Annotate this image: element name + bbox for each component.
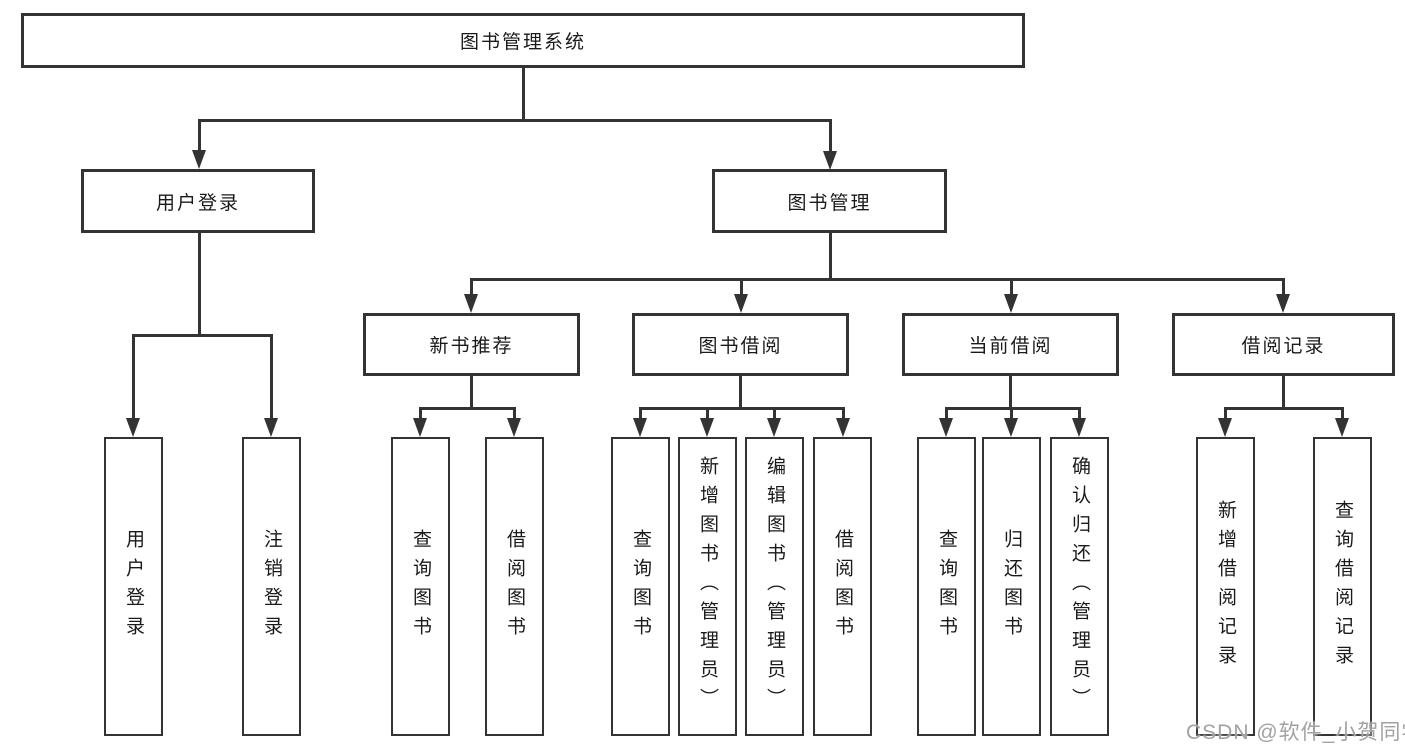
connector-rail-borrow-records: [1224, 407, 1344, 410]
node-new-book-recommend-label: 新书推荐: [429, 336, 514, 357]
connector-stem-user-login: [198, 233, 201, 336]
arrowhead-down-icon: [1072, 418, 1086, 437]
connector-drop: [945, 408, 948, 421]
leaf-add-borrow-record-label: 新增借阅记录: [1215, 499, 1236, 674]
connector-drop: [829, 120, 832, 154]
node-borrow-records-label: 借阅记录: [1241, 336, 1326, 357]
arrowhead-down-icon: [734, 294, 748, 313]
arrowhead-down-icon: [939, 418, 953, 437]
leaf-borrow-books-label: 借阅图书: [832, 528, 853, 645]
connector-drop: [1010, 408, 1013, 421]
leaf-borrow-books: 借阅图书: [813, 437, 872, 736]
connector-drop: [1010, 279, 1013, 297]
arrowhead-down-icon: [823, 151, 837, 170]
connector-drop: [1078, 408, 1081, 421]
leaf-borrow-books-recommend: 借阅图书: [485, 437, 544, 736]
connector-stem-borrow-records: [1282, 376, 1285, 409]
arrowhead-down-icon: [633, 418, 647, 437]
leaf-user-login-label: 用户登录: [123, 528, 144, 645]
arrowhead-down-icon: [1218, 418, 1232, 437]
node-borrow-records: 借阅记录: [1172, 313, 1395, 376]
connector-drop: [470, 279, 473, 297]
connector-drop: [1224, 408, 1227, 421]
connector-stem-root: [522, 68, 525, 121]
node-user-login: 用户登录: [81, 169, 315, 233]
leaf-confirm-return-admin: 确认归还（管理员）: [1050, 437, 1109, 736]
arrowhead-down-icon: [264, 418, 278, 437]
connector-drop: [773, 408, 776, 421]
node-new-book-recommend: 新书推荐: [363, 313, 580, 376]
connector-stem-book-management: [829, 233, 832, 280]
node-current-borrow: 当前借阅: [902, 313, 1119, 376]
connector-rail-book-borrow: [639, 407, 845, 410]
leaf-add-books-admin: 新增图书（管理员）: [678, 437, 737, 736]
node-library-system-label: 图书管理系统: [459, 32, 586, 53]
leaf-query-books-current-label: 查询图书: [936, 528, 957, 645]
connector-drop: [1341, 408, 1344, 421]
leaf-return-books-label: 归还图书: [1001, 528, 1022, 645]
connector-drop: [270, 335, 273, 421]
node-user-login-label: 用户登录: [155, 192, 240, 214]
leaf-query-borrow-record: 查询借阅记录: [1313, 437, 1372, 736]
connector-drop: [842, 408, 845, 421]
connector-stem-book-borrow: [739, 376, 742, 409]
connector-drop: [1282, 279, 1285, 297]
leaf-query-books-borrow: 查询图书: [611, 437, 670, 736]
connector-stem-new-book-recommend: [470, 376, 473, 409]
connector-rail-user-login: [132, 334, 273, 337]
leaf-return-books: 归还图书: [982, 437, 1041, 736]
connector-drop: [706, 408, 709, 421]
watermark: CSDN @软件_小贺同学: [1186, 721, 1405, 744]
leaf-logout-label: 注销登录: [261, 528, 282, 645]
node-library-system: 图书管理系统: [21, 13, 1025, 68]
leaf-edit-books-admin-label: 编辑图书（管理员）: [764, 456, 785, 717]
node-book-borrow: 图书借阅: [632, 313, 849, 376]
leaf-add-books-admin-label: 新增图书（管理员）: [697, 456, 718, 717]
connector-drop: [740, 279, 743, 297]
connector-drop: [198, 120, 201, 153]
arrowhead-down-icon: [700, 418, 714, 437]
connector-rail-new-book-recommend: [419, 407, 516, 410]
connector-drop: [132, 335, 135, 421]
arrowhead-down-icon: [1004, 418, 1018, 437]
leaf-query-books-current: 查询图书: [917, 437, 976, 736]
connector-stem-current-borrow: [1009, 376, 1012, 409]
arrowhead-down-icon: [1335, 418, 1349, 437]
leaf-user-login: 用户登录: [104, 437, 163, 736]
node-book-management-label: 图书管理: [787, 192, 872, 214]
arrowhead-down-icon: [1276, 294, 1290, 313]
leaf-query-borrow-record-label: 查询借阅记录: [1332, 499, 1353, 674]
leaf-query-books-borrow-label: 查询图书: [630, 528, 651, 645]
leaf-confirm-return-admin-label: 确认归还（管理员）: [1069, 456, 1090, 717]
leaf-query-books-recommend: 查询图书: [391, 437, 450, 736]
arrowhead-down-icon: [767, 418, 781, 437]
arrowhead-down-icon: [464, 294, 478, 313]
node-book-borrow-label: 图书借阅: [698, 336, 783, 357]
arrowhead-down-icon: [413, 418, 427, 437]
arrowhead-down-icon: [126, 418, 140, 437]
leaf-edit-books-admin: 编辑图书（管理员）: [745, 437, 804, 736]
connector-drop: [639, 408, 642, 421]
arrowhead-down-icon: [192, 150, 206, 169]
arrowhead-down-icon: [507, 418, 521, 437]
connector-rail-book-management: [470, 278, 1285, 281]
arrowhead-down-icon: [836, 418, 850, 437]
leaf-query-books-recommend-label: 查询图书: [410, 528, 431, 645]
connector-drop: [513, 408, 516, 421]
node-current-borrow-label: 当前借阅: [968, 336, 1053, 357]
connector-rail-root: [198, 119, 832, 122]
leaf-logout: 注销登录: [242, 437, 301, 736]
arrowhead-down-icon: [1004, 294, 1018, 313]
leaf-add-borrow-record: 新增借阅记录: [1196, 437, 1255, 736]
connector-drop: [419, 408, 422, 421]
leaf-borrow-books-recommend-label: 借阅图书: [504, 528, 525, 645]
connector-rail-current-borrow: [945, 407, 1081, 410]
node-book-management: 图书管理: [712, 169, 947, 233]
